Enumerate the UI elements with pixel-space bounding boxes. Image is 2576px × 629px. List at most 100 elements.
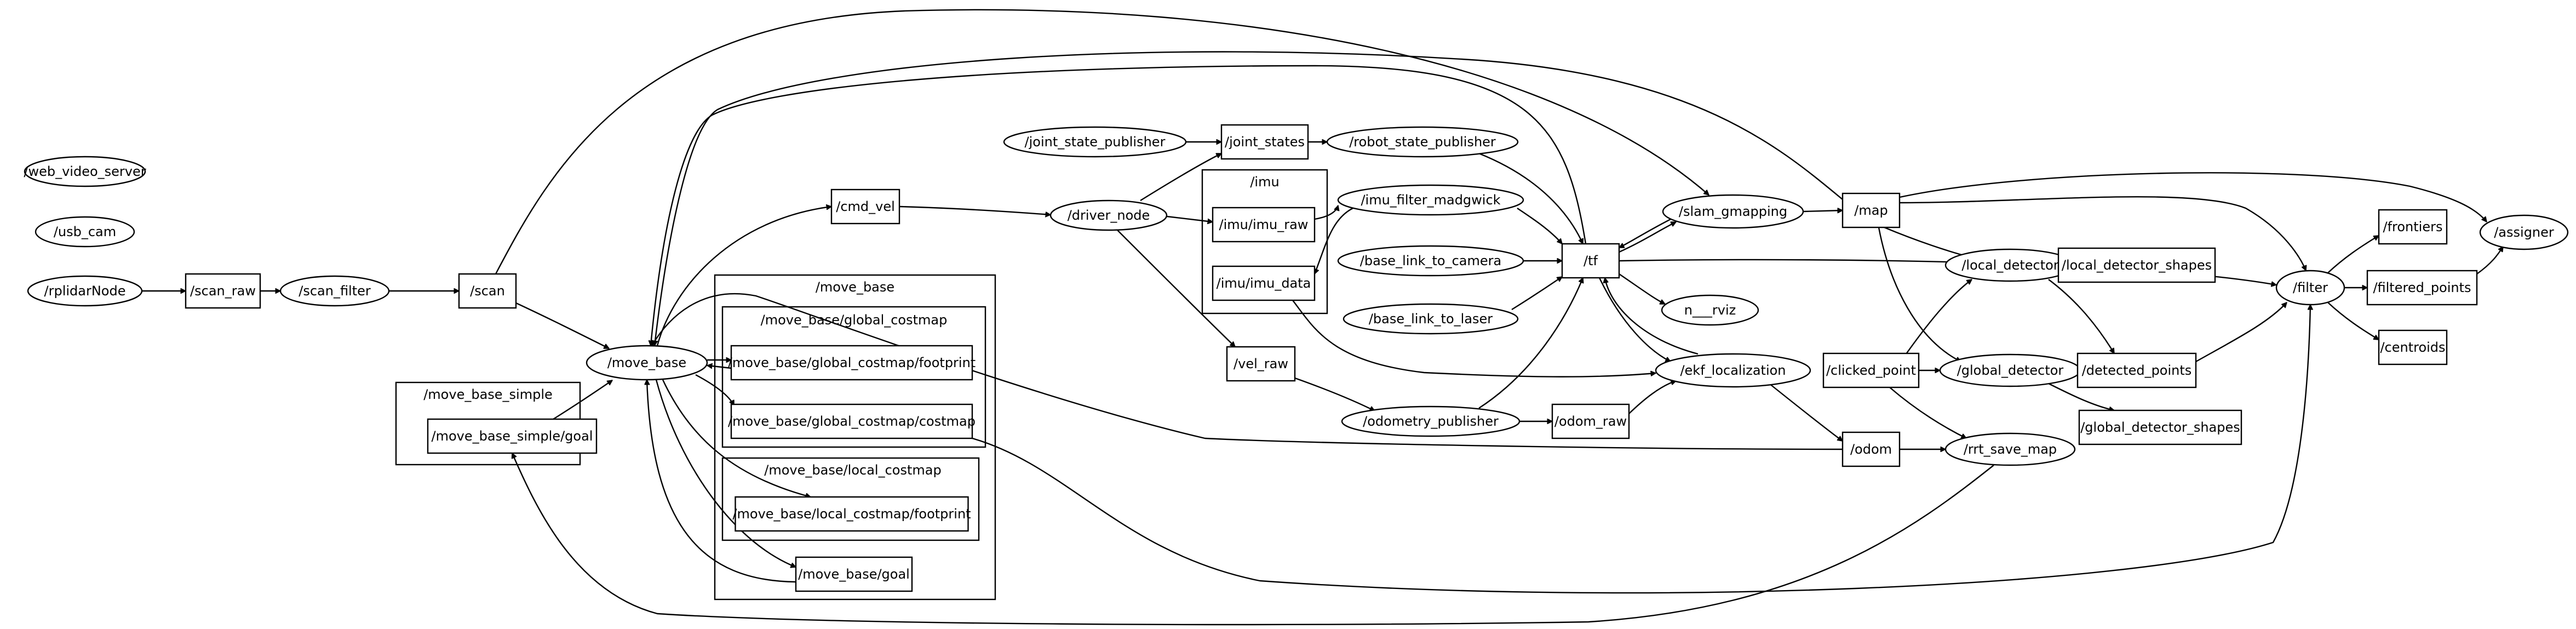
node-frontiers[interactable]: /frontiers: [2378, 209, 2448, 245]
node-label: /ekf_localization: [1680, 363, 1786, 378]
node-gc-costmap[interactable]: /move_base/global_costmap/costmap: [728, 403, 976, 439]
edge-detected-points-to-filter: [2195, 302, 2287, 363]
edge-slam-gmapping-to-map: [1803, 210, 1843, 211]
cluster-label: /move_base/global_costmap: [761, 312, 948, 328]
node-label: /local_detector: [1961, 258, 2058, 273]
node-label: /driver_node: [1068, 208, 1150, 223]
node-mbs-goal[interactable]: /move_base_simple/goal: [427, 418, 598, 454]
node-label: /slam_gmapping: [1679, 204, 1787, 219]
edge-ekf-localization-to-tf: [1605, 278, 1699, 355]
node-label: /scan: [470, 283, 505, 299]
edge-tf-to-slam-gmapping: [1619, 221, 1676, 253]
cluster-label: /move_base_simple: [423, 387, 553, 402]
node-assigner[interactable]: /assigner: [2479, 214, 2569, 250]
node-tf[interactable]: /tf: [1561, 243, 1620, 279]
edge-global-detector-to-global-detector-shapes: [2048, 382, 2114, 410]
node-label: /frontiers: [2383, 219, 2443, 235]
node-label: /global_detector: [1957, 363, 2064, 378]
node-scan-filter[interactable]: /scan_filter: [279, 275, 390, 307]
node-move-base[interactable]: /move_base: [586, 345, 708, 381]
node-label: /move_base_simple/goal: [432, 428, 593, 444]
node-odom[interactable]: /odom: [1841, 431, 1901, 467]
node-local-detector[interactable]: /local_detector: [1944, 248, 2076, 282]
node-imu-filter-madgwick[interactable]: /imu_filter_madgwick: [1337, 184, 1524, 216]
edge-move-base-to-mb-goal: [655, 379, 796, 567]
node-filtered-points[interactable]: /filtered_points: [2366, 270, 2478, 306]
node-centroids[interactable]: /centroids: [2378, 329, 2448, 365]
edge-imu-filter-madgwick-to-tf: [1517, 208, 1562, 244]
edge-vel-raw-to-odometry-publisher: [1294, 377, 1375, 412]
node-global-detector[interactable]: /global_detector: [1939, 353, 2081, 387]
node-label: /centroids: [2380, 340, 2445, 355]
node-imu-raw[interactable]: /imu/imu_raw: [1212, 207, 1316, 243]
node-label: /rrt_save_map: [1964, 442, 2057, 457]
edge-gc-footprint-to-move-base: [707, 365, 732, 369]
node-usb-cam[interactable]: /usb_cam: [35, 216, 135, 248]
node-joint-state-publisher[interactable]: /joint_state_publisher: [1003, 126, 1187, 158]
edge-slam-gmapping-to-tf: [1619, 215, 1677, 249]
node-local-detector-shapes[interactable]: /local_detector_shapes: [2057, 247, 2216, 283]
edge-tf-to-ekf-localization: [1598, 277, 1671, 363]
node-slam-gmapping[interactable]: /slam_gmapping: [1662, 194, 1804, 229]
node-web-video-server[interactable]: /web_video_server: [24, 156, 146, 187]
edge-mbs-goal-to-move-base: [553, 380, 612, 420]
edge-cmd-vel-to-driver-node: [899, 205, 1051, 215]
node-label: /filtered_points: [2373, 280, 2471, 295]
node-odom-raw[interactable]: /odom_raw: [1551, 403, 1630, 439]
edge-move-base-to-gc-costmap: [695, 374, 735, 405]
node-detected-points[interactable]: /detected_points: [2076, 352, 2197, 388]
node-mb-goal[interactable]: /move_base/goal: [795, 556, 913, 592]
edge-map-to-move-base: [655, 51, 1843, 346]
node-label: /cmd_vel: [836, 199, 895, 214]
node-map[interactable]: /map: [1841, 192, 1901, 228]
node-label: /odom: [1850, 442, 1892, 457]
node-robot-state-publisher[interactable]: /robot_state_publisher: [1326, 126, 1519, 158]
node-rrt-save-map[interactable]: /rrt_save_map: [1944, 432, 2076, 466]
node-base-link-to-laser[interactable]: /base_link_to_laser: [1342, 303, 1519, 335]
node-clicked-point[interactable]: /clicked_point: [1822, 352, 1920, 388]
node-n-rviz[interactable]: n___rviz: [1661, 294, 1759, 326]
node-cmd-vel[interactable]: /cmd_vel: [830, 188, 900, 225]
edge-odometry-publisher-to-tf: [1478, 278, 1583, 409]
cluster-label: /move_base/local_costmap: [764, 462, 941, 478]
edge-odom-to-move-base: [651, 293, 1843, 450]
node-label: /imu/imu_raw: [1219, 217, 1309, 232]
edge-tf-to-move-base: [651, 65, 1587, 346]
node-label: /odom_raw: [1554, 414, 1627, 429]
node-imu-data[interactable]: /imu/imu_data: [1212, 265, 1316, 301]
node-label: /scan_raw: [190, 283, 256, 299]
node-gc-footprint[interactable]: /move_base/global_costmap/footprint: [728, 345, 976, 381]
node-label: /clicked_point: [1826, 363, 1916, 378]
edge-imu-filter-madgwick-to-imu-data: [1315, 207, 1353, 274]
edge-scan-to-slam-gmapping: [495, 9, 1709, 275]
edge-move-base-to-lc-footprint: [662, 379, 811, 497]
node-global-detector-shapes[interactable]: /global_detector_shapes: [2078, 409, 2242, 445]
node-label: /vel_raw: [1234, 356, 1288, 371]
node-filter[interactable]: /filter: [2275, 270, 2345, 306]
node-label: /assigner: [2494, 225, 2554, 240]
node-scan-raw[interactable]: /scan_raw: [185, 273, 261, 309]
node-joint-states[interactable]: /joint_states: [1220, 124, 1309, 160]
edge-map-to-global-detector: [1878, 227, 1961, 363]
node-rplidarNode[interactable]: /rplidarNode: [27, 275, 143, 307]
node-label: n___rviz: [1684, 302, 1736, 318]
edge-filter-to-centroids: [2327, 302, 2379, 341]
edge-clicked-point-to-rrt-save-map: [1889, 387, 1966, 439]
node-label: /map: [1854, 203, 1887, 218]
node-odometry-publisher[interactable]: /odometry_publisher: [1341, 405, 1521, 437]
node-base-link-to-camera[interactable]: /base_link_to_camera: [1337, 245, 1524, 277]
node-lc-footprint[interactable]: /move_base/local_costmap/footprint: [732, 496, 971, 532]
node-scan[interactable]: /scan: [458, 273, 517, 309]
node-label: /global_detector_shapes: [2080, 420, 2240, 435]
node-ekf-localization[interactable]: /ekf_localization: [1655, 353, 1811, 388]
node-driver-node[interactable]: /driver_node: [1049, 199, 1168, 231]
edge-clicked-point-to-local-detector: [1906, 279, 1972, 354]
cluster-c-move-base: /move_base: [714, 274, 996, 601]
node-label: /move_base/goal: [798, 567, 910, 582]
node-label: /move_base/global_costmap/footprint: [728, 355, 976, 370]
node-label: /joint_state_publisher: [1025, 134, 1166, 150]
node-label: /imu_filter_madgwick: [1361, 192, 1500, 208]
edge-mb-goal-to-move-base: [647, 380, 796, 583]
node-vel-raw[interactable]: /vel_raw: [1226, 346, 1296, 382]
